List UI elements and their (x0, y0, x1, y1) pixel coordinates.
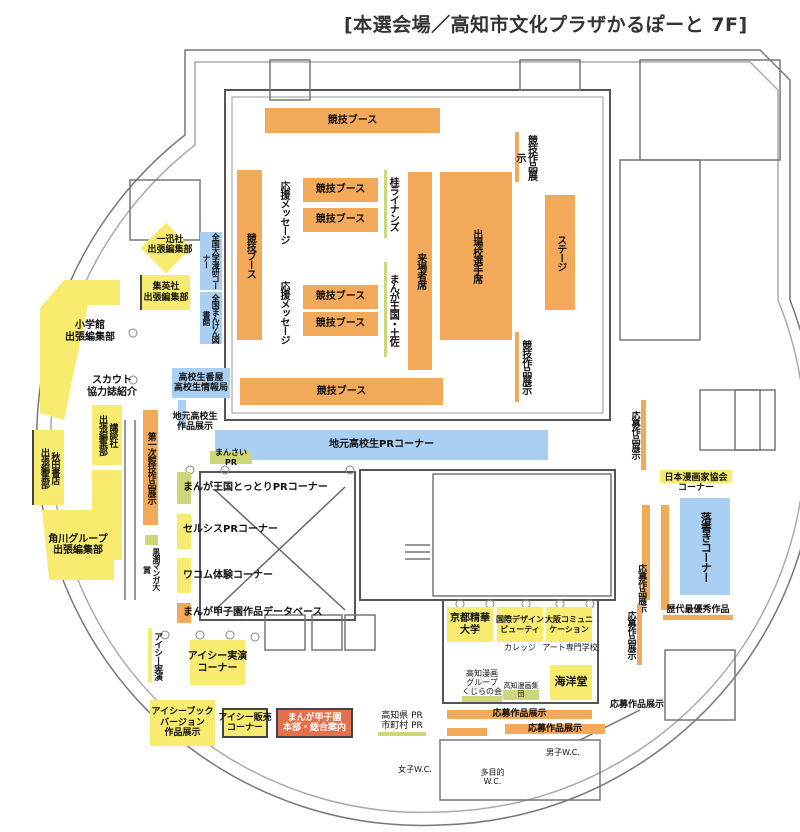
jma-corner: 日本漫画家協会 コーナー (660, 470, 732, 496)
ic-book-version-display: アイシーブック バージョン 作品展示 (150, 700, 215, 746)
local-student-works: 地元高校生 作品展示 (172, 412, 218, 433)
univ-manga-club-corner: 全国大学漫研コーナー (200, 232, 222, 290)
works-database: まんが甲子園作品データベース (183, 607, 323, 618)
competition-works-display-2: 競技作品展示 (515, 332, 531, 402)
high-school-banya: 高校生番屋 高校生情報局 (172, 368, 230, 398)
competition-booth: 競技ブース (303, 178, 378, 202)
shogakukan-label: 小学館 出張編集部 (65, 320, 115, 343)
competition-booth: 競技ブース (303, 312, 378, 336)
local-works-marker (178, 400, 186, 428)
school-room (442, 599, 599, 704)
room-x-left (199, 471, 356, 621)
first-round-works: 第一次競技作品展示 (143, 410, 158, 525)
katsura-liners: 桂ライナンズ (384, 170, 398, 238)
visitor-seats: 来場者席 (408, 172, 432, 370)
kokusai-design-college: 国際デザイン ビューティ (496, 607, 544, 642)
wacom-marker (177, 558, 191, 593)
hall-inner (231, 96, 604, 414)
mens-restroom: 男子W.C. (546, 748, 580, 757)
cheer-message-2: 応援メッセージ (278, 280, 289, 344)
celsys-marker (177, 514, 191, 549)
shueisha-booth: 集英社 出張編集部 (140, 275, 190, 310)
graffiti-corner: 落書きコーナー (680, 498, 730, 595)
ic-sales-corner: アイシー販売 コーナー (218, 708, 272, 738)
map-title: [本選会場／高知市文化プラザかるぽーと 7F] (344, 14, 748, 36)
competition-booth: 競技ブース (303, 208, 378, 232)
national-manken-library: 全国まんけん図書館 (200, 292, 222, 344)
tottori-pr-corner: まんが王国とっとりPRコーナー (183, 482, 328, 493)
competition-booth-top: 競技ブース (265, 108, 440, 133)
kadokawa-booth: 角川グループ 出張編集部 (42, 510, 114, 580)
akita-booth: 秋田書店 出張編集部 (32, 430, 64, 505)
team-seats: 出場校選手席 (440, 172, 512, 340)
womens-restroom: 女子W.C. (398, 765, 432, 774)
entry-works-display-bottom-b: 応募作品展示 (505, 724, 605, 734)
entry-works-display-right-1: 応募作品展示 (628, 400, 646, 470)
wacom-experience-corner: ワコム体験コーナー (183, 570, 273, 581)
osaka-communication-art: 大阪コミュニ ケーション (545, 607, 593, 642)
kuroshio-manga-award: 黒潮マンガ大賞 (143, 535, 161, 593)
competition-booth-left: 競技ブース (237, 170, 262, 340)
entry-works-display-right-2: 応募作品展示 (636, 563, 647, 612)
akita-label: 秋田書店 出張編集部 (39, 447, 60, 488)
kochi-manga-group: 高知漫画集団 (503, 680, 539, 700)
room-center (359, 469, 616, 601)
kyoto-seika-univ: 京都精華 大学 (447, 607, 493, 642)
competition-booth: 競技ブース (303, 285, 378, 309)
osaka-communication-sub: アート専門学校 (542, 643, 598, 652)
kochi-prefecture-pr: 高知県 PR 市町村 PR (378, 710, 426, 736)
competition-works-display-1: 競技作品展示 (514, 132, 537, 182)
multipurpose-restroom: 多目的 W.C. (480, 768, 505, 787)
kujira-no-kai: 高知漫画 グループ くじらの会 (462, 669, 502, 703)
local-high-school-pr-corner: 地元高校生PRコーナー (215, 430, 548, 460)
kodansha-label: 講談社 出張編集部 (97, 415, 118, 455)
hq-information-desk: まんが甲子園 本部・総合案内 (276, 708, 353, 738)
kodansha-booth: 講談社 出張編集部 (92, 405, 122, 465)
kokusai-design-sub: カレッジ (504, 643, 536, 652)
stage: ステージ (545, 195, 575, 310)
entry-works-display-right-4: 応募作品展示 (609, 700, 664, 710)
competition-booth-bottom: 競技ブース (240, 378, 443, 405)
tottori-marker (177, 472, 191, 504)
cheer-message-1: 応援メッセージ (278, 180, 289, 244)
manga-kingdom-tosa: まんが王国・土佐 (384, 262, 398, 357)
scout-magazines: スカウト 協力誌紹介 (87, 375, 137, 398)
celsys-pr-corner: セルシスPRコーナー (183, 524, 279, 535)
entry-display-bar (661, 505, 669, 610)
main-hall (224, 89, 611, 421)
database-marker (177, 603, 191, 623)
mansai-pr: まんさいPR (210, 448, 252, 467)
entry-display-bar (447, 728, 487, 736)
ic-demo-corner: アイシー実演 コーナー (188, 640, 247, 685)
ichijinsha-booth: 一迅社 出張編集部 (147, 235, 193, 256)
entry-works-display-bottom-a: 応募作品展示 (447, 709, 592, 719)
entry-works-display-right-3: 応募作品展示 (624, 605, 642, 665)
past-best-works: 歴代最優秀作品 (663, 605, 733, 620)
ic-demo-vertical: アイシー実演 (148, 628, 162, 683)
entry-display-bar (642, 505, 650, 600)
kaiyodo: 海洋堂 (550, 665, 592, 700)
